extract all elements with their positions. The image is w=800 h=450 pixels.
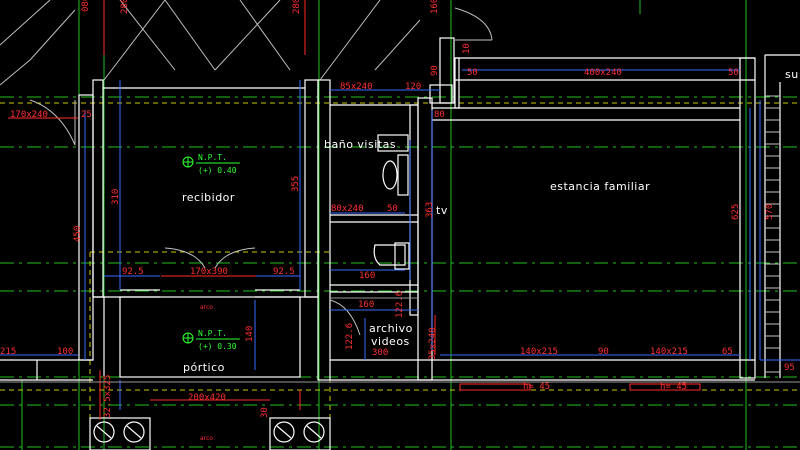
dim-363: 363 [425,202,435,218]
misc-lines [0,297,800,383]
room-label-su: su [785,68,799,81]
dim-122-6-b: 122.6 [395,291,405,318]
dim-h45-a: h= 45 [523,382,550,392]
dim-50-b: 50 [728,68,739,78]
dim-35x240: 35x240 [428,327,438,360]
column-circles [93,421,325,443]
dim-450: 450 [73,226,83,242]
npt2-value: (+) 0.30 [198,342,237,351]
walls [0,37,800,450]
dim-90: 90 [430,65,440,76]
dim-122-6-a: 122.6 [345,323,355,350]
dim-25: 25 [81,110,92,120]
npt1-value: (+) 0.40 [198,166,237,175]
dim-160: 160 [430,0,440,14]
dim-80x240: 80x240 [331,204,364,214]
dim-200x420: 200x420 [188,393,226,403]
dim-10: 10 [462,43,472,54]
level-marker-recibidor: N.P.T. (+) 0.40 [182,153,240,175]
room-label-tv: tv [436,204,448,217]
dim-85x240: 85x240 [340,82,373,92]
level-marker-portico: N.P.T. (+) 0.30 [182,329,240,351]
dim-92-5-a: 92.5 [122,267,144,277]
dim-65: 65 [722,347,733,357]
dim-100: 100 [57,347,73,357]
npt1-title: N.P.T. [198,153,227,162]
dim-50-a: 50 [467,68,478,78]
npt2-title: N.P.T. [198,329,227,338]
opening-marks [8,0,701,420]
room-label-recibidor: recibidor [182,191,235,204]
dim-400x240: 400x240 [584,68,622,78]
room-label-estancia: estancia familiar [550,180,650,193]
dim-140x215-b: 140x215 [650,347,688,357]
dim-30: 30 [260,407,270,418]
dim-625: 625 [731,204,741,220]
dim-92-5-b: 92.5 [273,267,295,277]
dim-32-5x325: 32.5x325 [103,375,113,418]
room-labels: recibidor baño visitas estancia familiar… [182,68,799,374]
stair-treads [765,95,780,373]
dim-280-a: 280 [120,0,130,14]
dim-310: 310 [111,189,121,205]
dim-50-c: 50 [387,204,398,214]
dim-80: 80 [434,110,445,120]
dim-215-a: 215 [0,347,16,357]
door-swings [0,0,493,336]
dim-355: 355 [291,176,301,192]
dim-h45-b: h= 45 [660,382,687,392]
dim-570: 570 [765,204,775,220]
dim-300: 300 [372,348,388,358]
room-label-videos: videos [371,335,410,348]
dim-280-b: 280 [292,0,302,14]
room-label-portico: pórtico [183,361,225,374]
arco-note-2: arco [200,435,213,442]
dim-95: 95 [784,363,795,373]
dim-160-b: 160 [359,271,375,281]
dim-140: 140 [245,326,255,342]
dimension-lines [0,69,800,410]
dim-140x215-a: 140x215 [520,347,558,357]
dimension-labels: 080 280 280 160 10 90 85x240 120 50 400x… [0,0,795,442]
arco-note-1: arco [200,304,213,311]
dim-170x240: 170x240 [10,110,48,120]
dim-080: 080 [81,0,91,12]
dim-170x390: 170x390 [190,267,228,277]
dim-160-c: 160 [358,300,374,310]
room-label-bano: baño visitas [324,138,396,151]
room-label-archivo: archivo [369,322,413,335]
dim-90-b: 90 [598,347,609,357]
dim-120: 120 [405,82,421,92]
